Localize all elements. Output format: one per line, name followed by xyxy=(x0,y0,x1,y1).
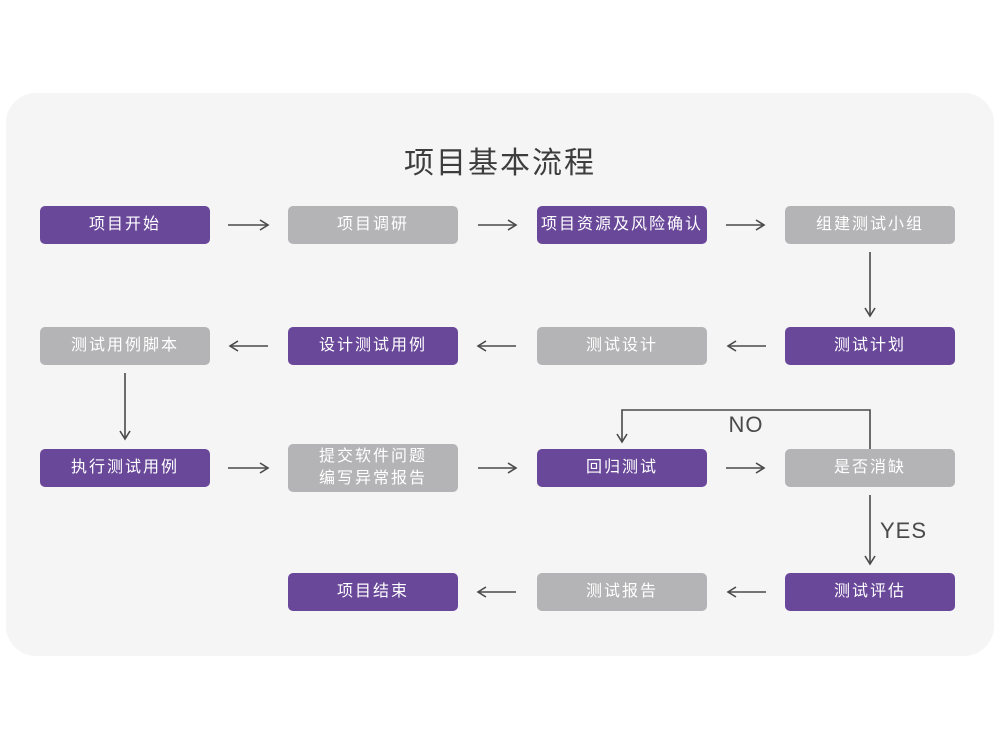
node-project-end: 项目结束 xyxy=(288,573,458,611)
edge-label-yes: YES xyxy=(880,518,928,543)
node-resource-risk-confirm: 项目资源及风险确认 xyxy=(537,206,707,244)
node-test-report: 测试报告 xyxy=(537,573,707,611)
flowchart-card xyxy=(6,93,994,656)
node-project-research: 项目调研 xyxy=(288,206,458,244)
node-defect-cleared: 是否消缺 xyxy=(785,449,955,487)
node-regression-test: 回归测试 xyxy=(537,449,707,487)
node-project-start: 项目开始 xyxy=(40,206,210,244)
node-test-evaluation: 测试评估 xyxy=(785,573,955,611)
node-execute-test-case: 执行测试用例 xyxy=(40,449,210,487)
edge-label-no: NO xyxy=(728,412,764,437)
node-build-test-team: 组建测试小组 xyxy=(785,206,955,244)
node-test-case-script: 测试用例脚本 xyxy=(40,327,210,365)
node-submit-issue-report: 提交软件问题 编写异常报告 xyxy=(288,444,458,492)
node-design-test-case: 设计测试用例 xyxy=(288,327,458,365)
page-title: 项目基本流程 xyxy=(404,147,596,180)
node-test-design: 测试设计 xyxy=(537,327,707,365)
node-test-plan: 测试计划 xyxy=(785,327,955,365)
